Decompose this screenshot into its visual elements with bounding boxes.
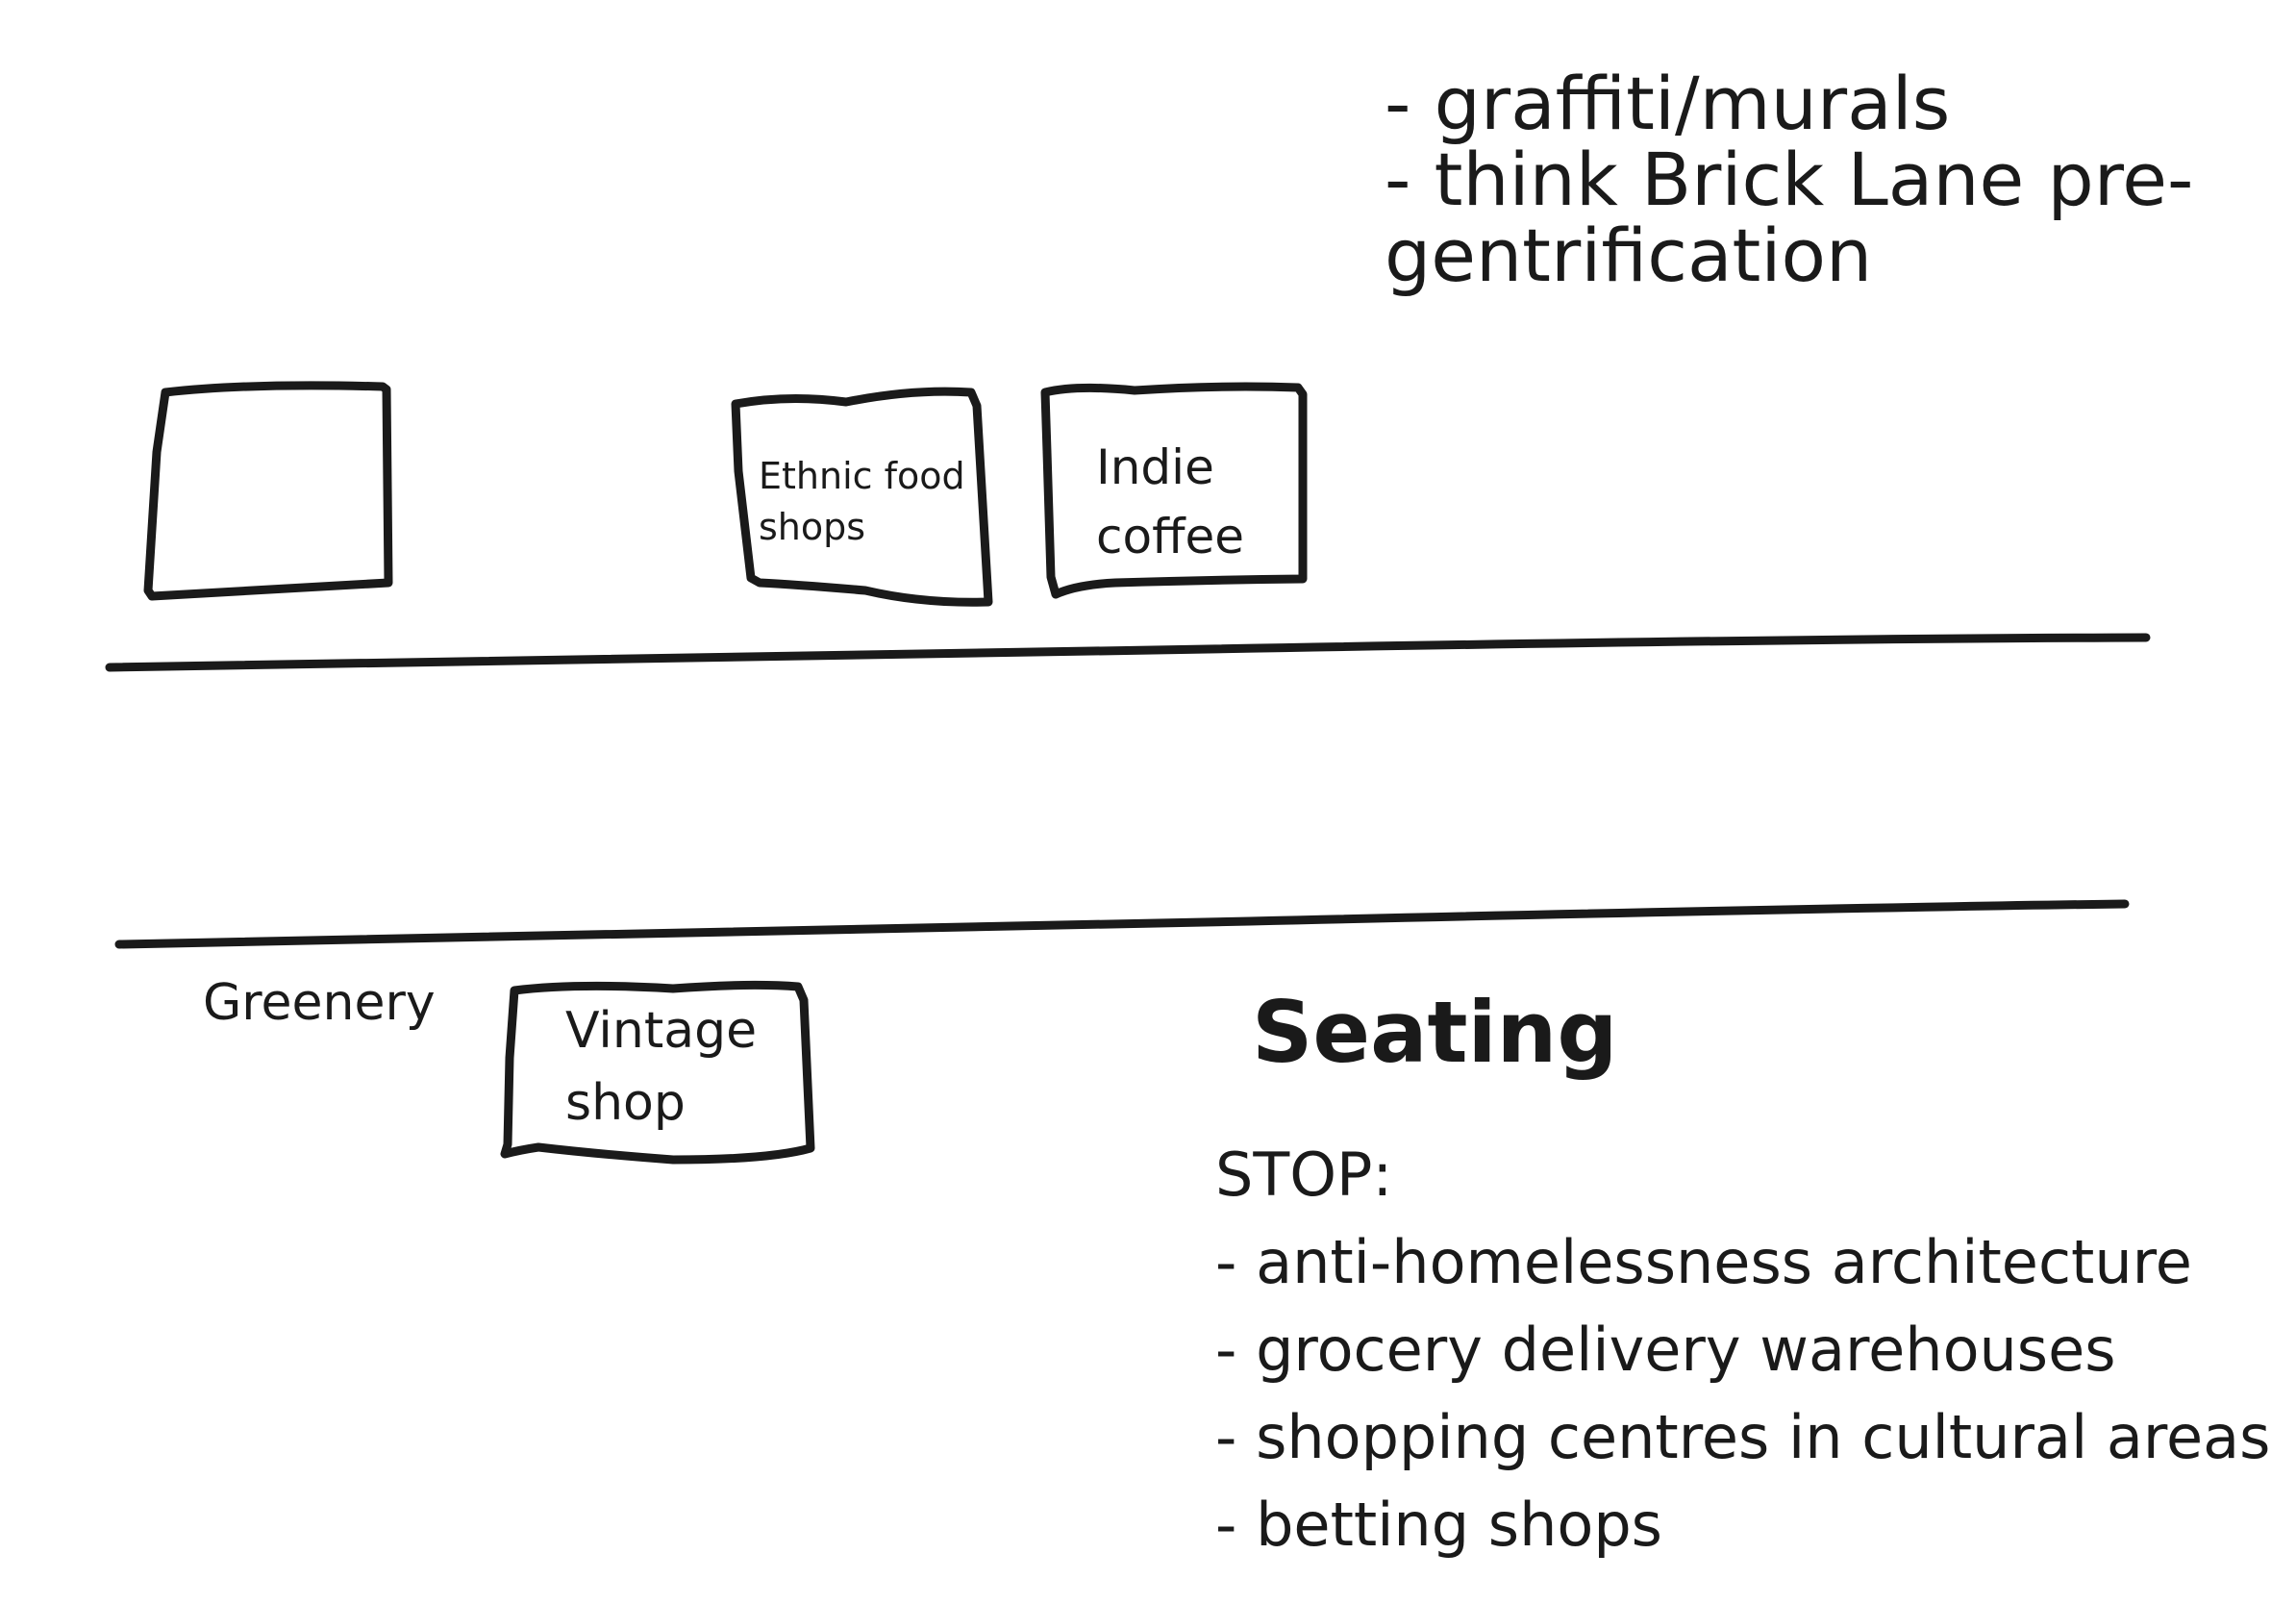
ethnic-food-label: Ethnic food shops: [759, 451, 965, 553]
seating-label: Seating: [1252, 983, 1618, 1082]
vintage-shop-label-line2: shop: [565, 1074, 686, 1132]
ethnic-food-box: [731, 387, 993, 607]
ethnic-food-label-line1: Ethnic food: [759, 455, 965, 497]
vintage-shop-label-line1: Vintage: [565, 1002, 758, 1060]
lower-street-line: [114, 899, 2130, 949]
vintage-shop-box: [500, 980, 815, 1165]
stop-item: - grocery delivery warehouses: [1215, 1315, 2116, 1385]
ethnic-food-label-line2: shops: [759, 506, 866, 548]
stop-heading: STOP:: [1215, 1140, 1393, 1210]
top-notes: - graffiti/murals - think Brick Lane pre…: [1385, 65, 2193, 293]
empty-building-box: [143, 381, 393, 601]
stop-item: - betting shops: [1215, 1490, 1662, 1560]
stop-item: - shopping centres in cultural areas: [1215, 1402, 2271, 1472]
note-graffiti: - graffiti/murals: [1385, 61, 1951, 146]
indie-coffee-label-line1: Indie: [1096, 439, 1214, 495]
stop-item: - anti-homelessness architecture: [1215, 1227, 2192, 1297]
vintage-shop-label: Vintage shop: [565, 995, 757, 1140]
greenery-label: Greenery: [203, 974, 436, 1032]
indie-coffee-box: [1040, 382, 1308, 599]
note-brick-lane: - think Brick Lane pre-: [1385, 137, 2194, 222]
indie-coffee-label-line2: coffee: [1096, 509, 1245, 564]
indie-coffee-label: Indie coffee: [1096, 433, 1244, 571]
note-gentrification: gentrification: [1385, 213, 1873, 298]
upper-street-line: [105, 633, 2151, 672]
stop-list: STOP: - anti-homelessness architecture -…: [1215, 1131, 2270, 1568]
